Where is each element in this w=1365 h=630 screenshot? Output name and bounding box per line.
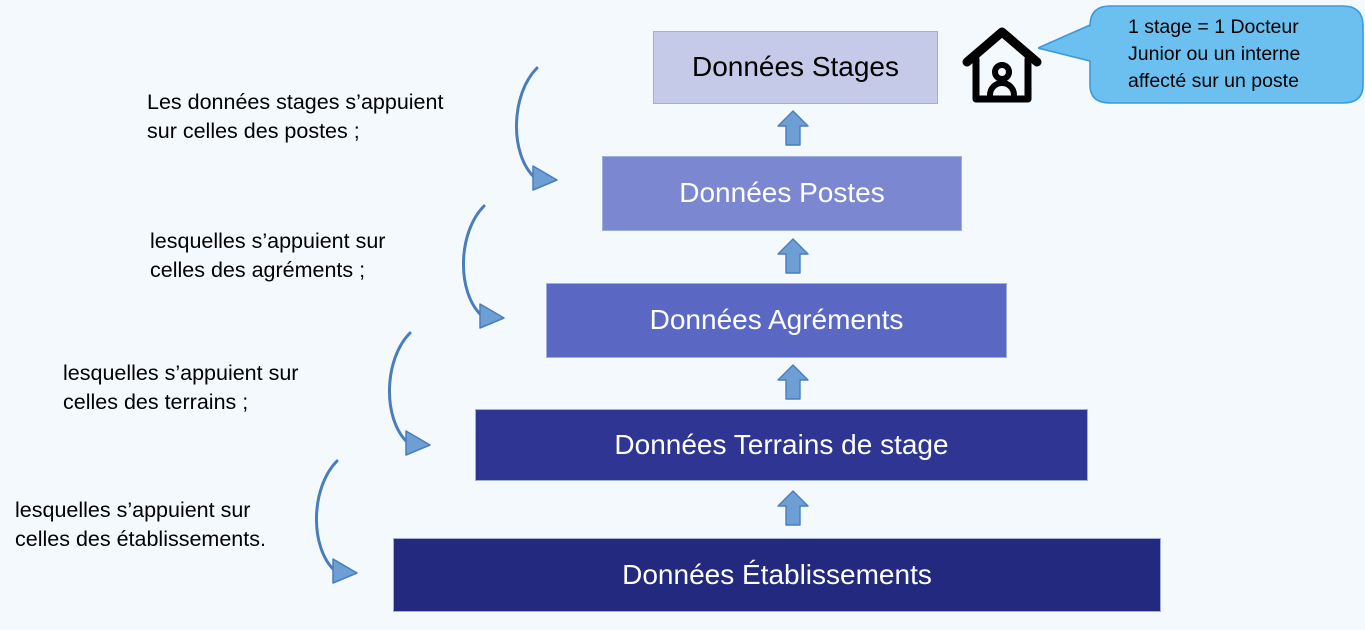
annotation-note-agrements: lesquelles s’appuient sur celles des ter…	[63, 361, 299, 414]
pyramid-level-stages[interactable]: Données Stages	[653, 31, 938, 104]
pyramid-level-terrains-label: Données Terrains de stage	[614, 428, 949, 460]
arrow-up-etablissements-to-terrains	[777, 490, 809, 526]
pyramid-level-agrements[interactable]: Données Agréments	[546, 283, 1007, 358]
arrow-up-terrains-to-agrements	[777, 364, 809, 400]
arrow-up-postes-to-stages	[777, 110, 809, 146]
pyramid-level-etablissements[interactable]: Données Établissements	[393, 538, 1161, 612]
pyramid-level-postes-label: Données Postes	[679, 177, 885, 209]
arrow-up-agrements-to-postes	[777, 238, 809, 274]
annotation-note-terrains: lesquelles s’appuient sur celles des éta…	[15, 498, 266, 551]
pyramid-level-postes[interactable]: Données Postes	[602, 156, 962, 231]
pyramid-level-stages-label: Données Stages	[691, 51, 900, 83]
callout-bubble	[1038, 5, 1364, 104]
annotation-note-postes: lesquelles s’appuient sur celles des agr…	[150, 229, 386, 282]
house-person-icon	[962, 27, 1042, 103]
pyramid-level-terrains[interactable]: Données Terrains de stage	[475, 409, 1088, 481]
pyramid-level-agrements-label: Données Agréments	[649, 304, 904, 336]
curved-arrow-note-4	[315, 459, 358, 584]
curved-arrow-note-3	[388, 331, 431, 456]
curved-arrow-note-1	[515, 66, 558, 191]
pyramid-level-etablissements-label: Données Établissements	[622, 558, 932, 590]
curved-arrow-note-2	[462, 204, 505, 329]
annotation-note-stages: Les données stages s’appuient sur celles…	[147, 90, 444, 143]
callout-text: 1 stage = 1 Docteur Junior ou un interne…	[1128, 16, 1301, 92]
